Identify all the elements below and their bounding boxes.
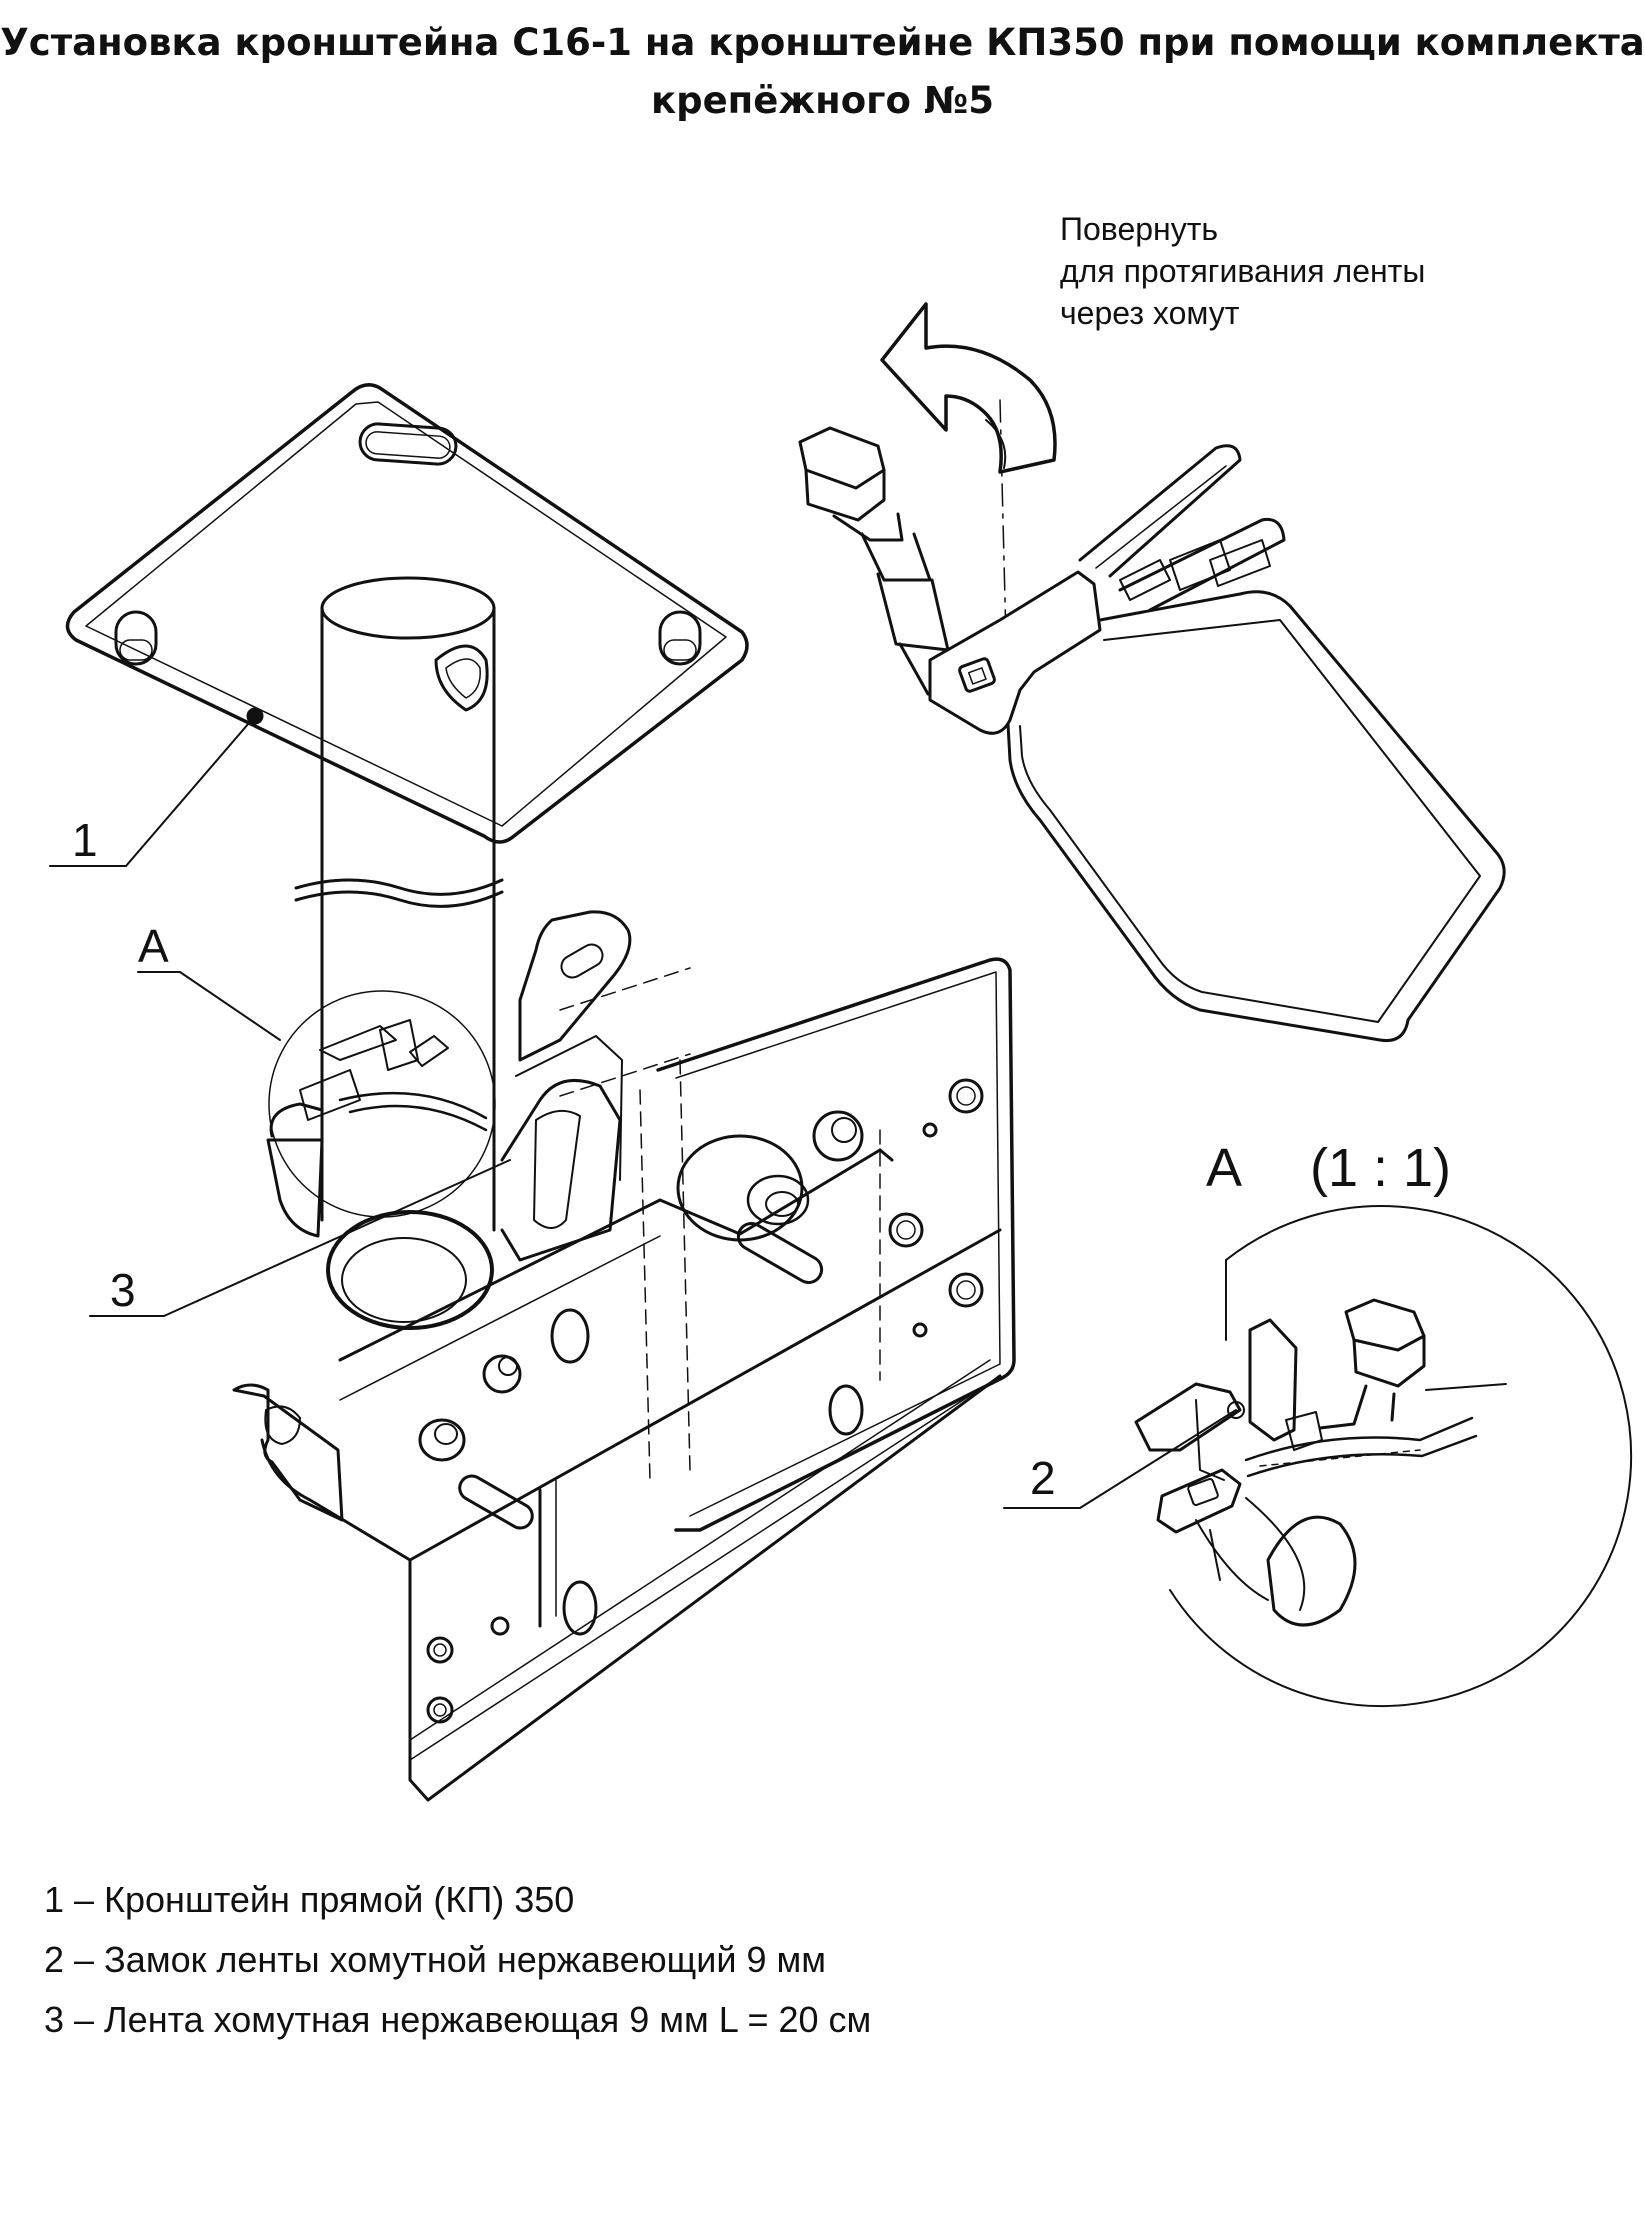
callout-view-a: A (138, 920, 169, 972)
callout-2: 2 (1030, 1452, 1056, 1504)
callout-leaders (49, 715, 511, 1317)
rotate-note-line-3: через хомут (1060, 295, 1240, 331)
title-line-1: Установка кронштейна С16-1 на кронштейне… (0, 21, 1645, 64)
rotate-note-line-2: для протягивания ленты (1060, 253, 1425, 289)
legend-item: 3 – Лента хомутная нержавеющая 9 мм L = … (44, 1999, 872, 2040)
clamp-flanges (266, 910, 632, 1262)
detail-marker-circle (268, 990, 496, 1218)
detail-view-scale: (1 : 1) (1310, 1138, 1451, 1198)
title-line-2: крепёжного №5 (650, 79, 995, 122)
hidden-lines (559, 967, 881, 1481)
detail-view-a (1003, 1205, 1633, 1708)
detail-view-label: A (1206, 1138, 1242, 1198)
wall-plate (65, 383, 749, 844)
legend-item: 1 – Кронштейн прямой (КП) 350 (44, 1879, 575, 1920)
rotate-clamp-view (798, 302, 1506, 1043)
parts-legend: 1 – Кронштейн прямой (КП) 350 2 – Замок … (44, 1870, 871, 2050)
legend-item: 2 – Замок ленты хомутной нержавеющий 9 м… (44, 1939, 827, 1980)
rotate-note-line-1: Повернуть (1060, 211, 1218, 247)
callout-1: 1 (72, 814, 98, 866)
callout-3: 3 (110, 1264, 136, 1316)
bolts (418, 1110, 894, 1462)
bracket-pipe (294, 576, 504, 1330)
mount-bracket (232, 957, 1016, 1802)
page-title: Установка кронштейна С16-1 на кронштейне… (0, 14, 1645, 130)
